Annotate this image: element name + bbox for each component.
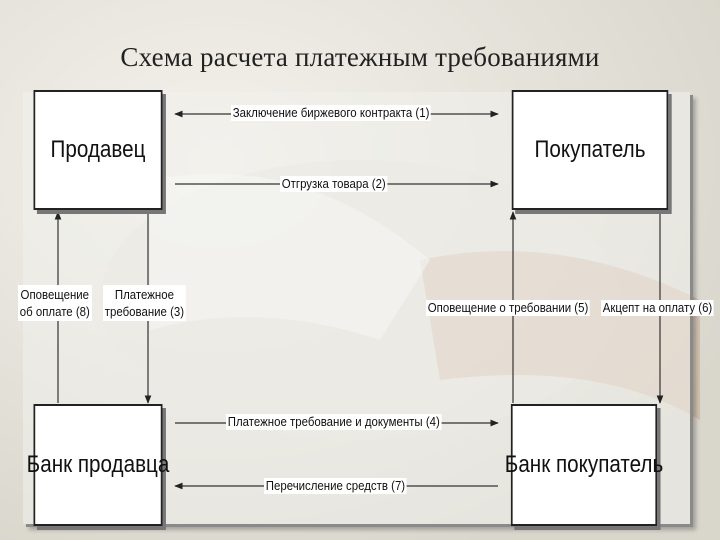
edge-label-payment-request-line1: Платежное: [114, 287, 174, 302]
edge-label-contract: Заключение биржевого контракта (1): [231, 105, 432, 121]
node-buyer-bank: Банк покупатель: [505, 404, 663, 526]
node-seller-label: Продавец: [50, 136, 146, 163]
page-title: Схема расчета платежным требованиями: [120, 42, 600, 72]
edge-label-shipment: Отгрузка товара (2): [280, 176, 388, 192]
edge-label-demand-notice: Оповещение о требовании (5): [426, 300, 591, 316]
edge-label-acceptance: Акцепт на оплату (6): [601, 300, 715, 316]
edge-label-payment-notice-line2: об оплате (8): [19, 304, 90, 319]
edge-label-payment-request: Платежное требование (3): [103, 285, 186, 321]
edge-label-docs: Платежное требование и документы (4): [226, 414, 442, 430]
node-seller-bank-label: Банк продавца: [26, 451, 170, 478]
edge-label-payment-request-line2: требование (3): [104, 304, 185, 319]
node-buyer: Покупатель: [511, 90, 669, 210]
edge-label-payment-notice: Оповещение об оплате (8): [18, 285, 92, 321]
node-seller-bank: Банк продавца: [27, 404, 169, 526]
edge-label-payment-notice-line1: Оповещение: [20, 287, 90, 302]
node-buyer-bank-label: Банк покупатель: [504, 451, 664, 478]
node-buyer-label: Покупатель: [534, 136, 646, 163]
edge-label-transfer: Перечисление средств (7): [264, 478, 407, 494]
node-seller: Продавец: [33, 90, 163, 210]
